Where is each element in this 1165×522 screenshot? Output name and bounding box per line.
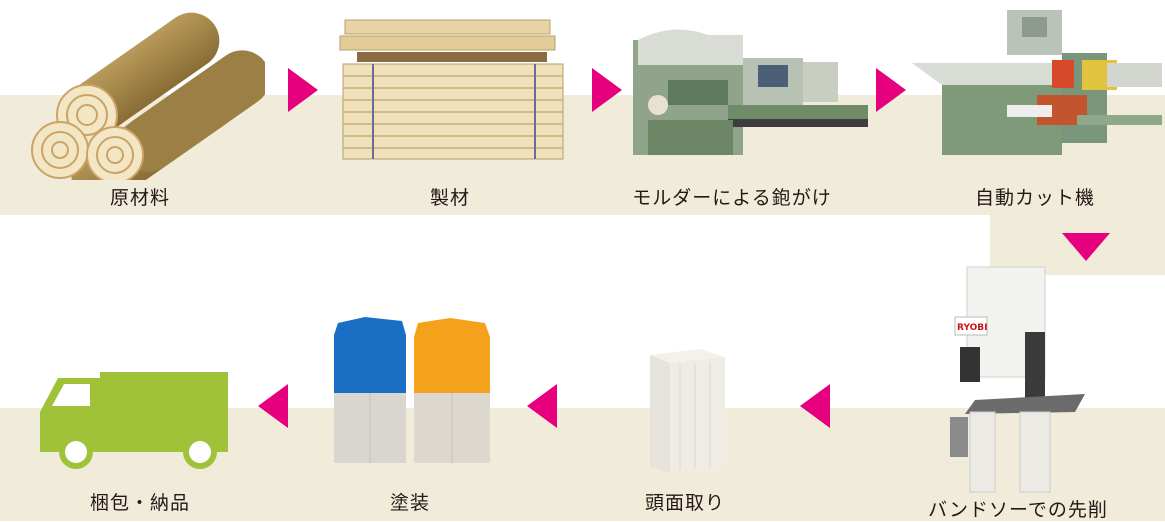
lumber-stack-icon <box>335 18 565 163</box>
step-label-bandsaw-pointing: バンドソーでの先削 <box>928 499 1108 521</box>
step-label-painting: 塗装 <box>389 492 430 514</box>
moulder-machine-icon <box>628 20 873 165</box>
step-label-auto-cutter: 自動カット機 <box>974 187 1095 209</box>
truck-icon <box>40 372 230 472</box>
auto-cut-machine-icon <box>912 5 1162 165</box>
logs-icon <box>25 10 265 180</box>
flow-arrow-2 <box>592 68 622 112</box>
step-label-sawing: 製材 <box>429 187 470 209</box>
step-label-raw-material: 原材料 <box>109 187 170 209</box>
flow-arrow-3 <box>876 68 906 112</box>
flow-arrow-6 <box>527 384 557 428</box>
flow-arrow-5 <box>800 384 830 428</box>
painted-posts-icon <box>330 315 495 465</box>
step-label-moulder-planing: モルダーによる鉋がけ <box>632 187 832 209</box>
flow-arrow-4 <box>1062 233 1110 261</box>
bandsaw-brand-text: RYOBI <box>957 323 988 333</box>
step-label-packing-delivery: 梱包・納品 <box>89 492 190 514</box>
flow-arrow-1 <box>288 68 318 112</box>
flow-arrow-7 <box>258 384 288 428</box>
step-label-head-chamfering: 頭面取り <box>644 492 725 514</box>
bandsaw-icon: RYOBI <box>935 262 1085 497</box>
chamfered-post-icon <box>640 345 730 475</box>
